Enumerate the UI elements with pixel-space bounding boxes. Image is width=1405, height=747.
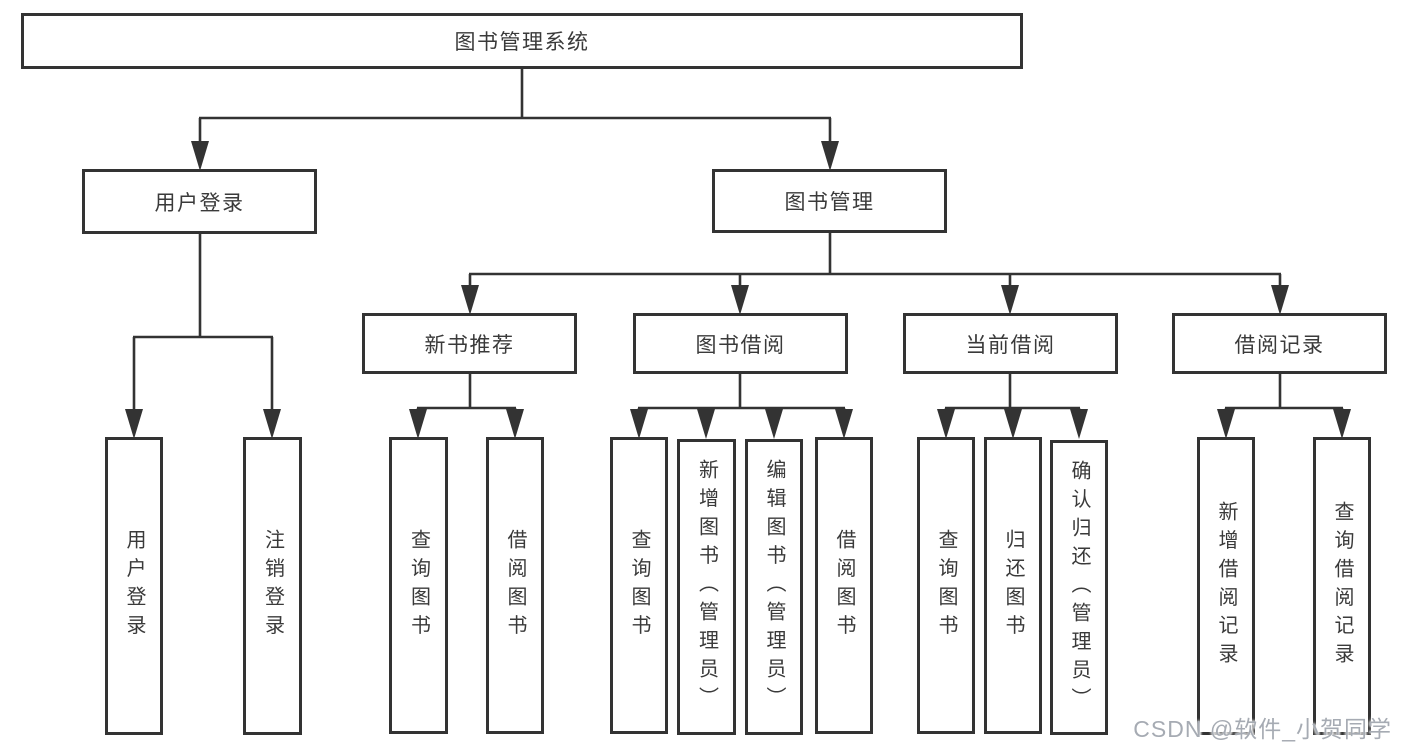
- node-leaf-add-borrow-record: 新增借阅记录: [1197, 437, 1255, 735]
- node-leaf-query-borrow-record: 查询借阅记录: [1313, 437, 1371, 735]
- node-leaf-query-books-bb: 查询图书: [610, 437, 668, 734]
- node-leaf-borrow-books-nbr-label: 借阅图书: [504, 528, 526, 643]
- node-leaf-query-borrow-record-label: 查询借阅记录: [1331, 500, 1353, 672]
- node-leaf-logout: 注销登录: [243, 437, 302, 735]
- node-new-book-recommend-label: 新书推荐: [424, 333, 515, 357]
- node-leaf-user-login-label: 用户登录: [123, 529, 145, 643]
- node-book-management-label: 图书管理: [784, 191, 875, 214]
- node-leaf-query-books-bb-label: 查询图书: [628, 528, 650, 643]
- node-leaf-return-books: 归还图书: [984, 437, 1042, 734]
- node-root-label: 图书管理系统: [454, 31, 590, 54]
- node-leaf-add-book-admin-label: 新增图书（管理员）: [695, 459, 718, 715]
- node-borrowing-records: 借阅记录: [1172, 313, 1387, 374]
- node-user-login: 用户登录: [82, 169, 317, 234]
- node-leaf-logout-label: 注销登录: [261, 529, 284, 643]
- node-book-borrowing: 图书借阅: [633, 313, 848, 374]
- csdn-watermark: CSDN @软件_小贺同学: [1133, 716, 1392, 742]
- node-leaf-borrow-books-bb-label: 借阅图书: [833, 528, 855, 643]
- node-current-borrowing-label: 当前借阅: [965, 333, 1056, 357]
- node-book-borrowing-label: 图书借阅: [695, 333, 786, 357]
- node-leaf-query-books-nbr: 查询图书: [389, 437, 448, 734]
- node-leaf-confirm-return-admin-label: 确认归还（管理员）: [1068, 459, 1090, 716]
- node-leaf-query-books-cb-label: 查询图书: [935, 528, 957, 643]
- node-leaf-user-login: 用户登录: [105, 437, 163, 735]
- node-borrowing-records-label: 借阅记录: [1234, 333, 1325, 357]
- node-leaf-edit-book-admin-label: 编辑图书（管理员）: [763, 459, 785, 715]
- node-leaf-add-book-admin: 新增图书（管理员）: [677, 439, 736, 735]
- node-leaf-return-books-label: 归还图书: [1002, 528, 1024, 643]
- node-user-login-label: 用户登录: [154, 191, 245, 215]
- node-leaf-add-borrow-record-label: 新增借阅记录: [1215, 500, 1237, 672]
- node-leaf-borrow-books-nbr: 借阅图书: [486, 437, 544, 734]
- node-new-book-recommend: 新书推荐: [362, 313, 577, 374]
- node-root: 图书管理系统: [21, 13, 1023, 69]
- node-leaf-confirm-return-admin: 确认归还（管理员）: [1050, 440, 1108, 735]
- node-current-borrowing: 当前借阅: [903, 313, 1118, 374]
- node-book-management: 图书管理: [712, 169, 947, 233]
- node-leaf-edit-book-admin: 编辑图书（管理员）: [745, 439, 803, 735]
- node-leaf-query-books-nbr-label: 查询图书: [407, 528, 430, 643]
- node-leaf-query-books-cb: 查询图书: [917, 437, 975, 734]
- node-leaf-borrow-books-bb: 借阅图书: [815, 437, 873, 734]
